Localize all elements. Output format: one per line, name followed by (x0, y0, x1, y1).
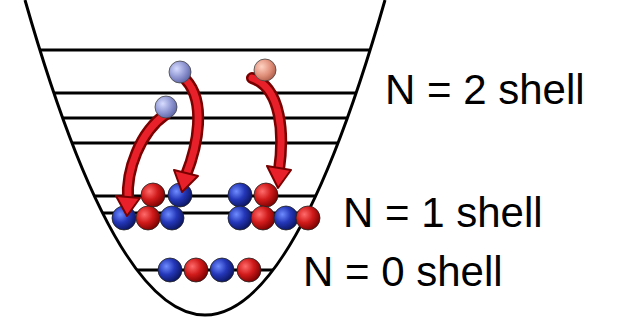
excitation-arrows (128, 78, 281, 200)
nucleons-n2 (155, 59, 276, 118)
nucleons-n1 (112, 183, 320, 230)
arrow-heads (116, 166, 291, 216)
nucleons-n0 (158, 258, 261, 282)
shell-label: N = 1 shell (343, 192, 543, 234)
shell-label: N = 0 shell (303, 251, 503, 293)
shell-label: N = 2 shell (385, 69, 585, 111)
energy-levels (40, 50, 370, 270)
